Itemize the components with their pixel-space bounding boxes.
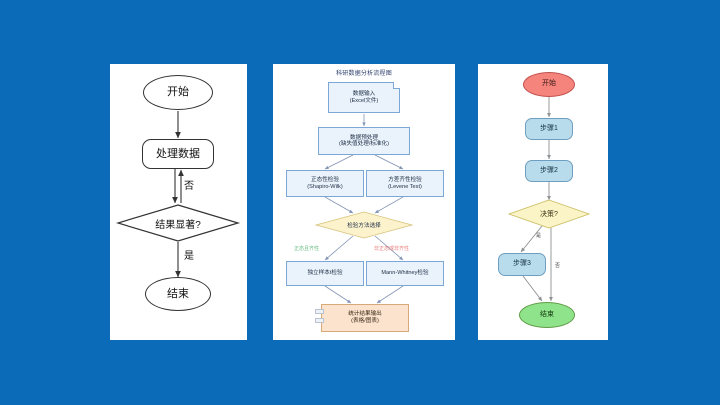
node-decision: 结果显著? xyxy=(118,205,238,241)
panel-research-flowchart: 科研数据分析流程图 数据输入 (Excel文件) 数据预处理 (缺失值处理/标准… xyxy=(273,64,455,340)
node-start: 开始 xyxy=(143,75,213,110)
node-preprocess: 数据预处理 (缺失值处理/标准化) xyxy=(318,127,410,155)
node-output: 统计结果输出 (表格/图表) xyxy=(315,304,409,332)
panel-2-title: 科研数据分析流程图 xyxy=(336,71,392,77)
node-start: 开始 xyxy=(523,72,575,97)
node-data-input-label: 数据输入 (Excel文件) xyxy=(349,91,379,104)
node-output-label: 统计结果输出 (表格/图表) xyxy=(348,311,382,324)
node-process: 处理数据 xyxy=(142,139,214,169)
node-decision: 决策? xyxy=(509,200,589,228)
panel-simple-flowchart: 开始 处理数据 结果显著? 结束 否 是 xyxy=(110,64,247,340)
node-decision-label: 决策? xyxy=(540,211,558,218)
node-decision-label: 结果显著? xyxy=(155,219,201,231)
node-data-input: 数据输入 (Excel文件) xyxy=(328,82,400,113)
node-end: 结束 xyxy=(145,277,211,311)
node-step-3: 步骤3 xyxy=(498,253,546,276)
panel-1-canvas: 开始 处理数据 结果显著? 结束 否 是 xyxy=(110,64,247,340)
node-normality-test: 正态性检验 (Shapiro-Wilk) xyxy=(286,170,364,197)
node-method-choice-label: 检验方法选择 xyxy=(347,223,381,229)
edge-label-to-end: 是 xyxy=(184,251,194,262)
panel-2-canvas: 科研数据分析流程图 数据输入 (Excel文件) 数据预处理 (缺失值处理/标准… xyxy=(273,64,455,340)
edge-label-nonparametric: 非正态或非齐性 xyxy=(374,246,410,252)
node-method-choice: 检验方法选择 xyxy=(316,212,412,238)
node-step-2: 步骤2 xyxy=(525,160,573,182)
panel-1-edges xyxy=(115,111,241,278)
node-end: 结束 xyxy=(519,302,575,328)
node-step-1: 步骤1 xyxy=(525,118,573,140)
edge-label-no: 否 xyxy=(555,263,561,269)
panel-3-edges xyxy=(507,97,591,302)
node-t-test: 独立样本t检验 xyxy=(286,261,364,286)
edge-label-loop-back: 否 xyxy=(184,181,194,192)
panel-step-flowchart: 开始 步骤1 步骤2 决策? 是 否 步骤3 结束 xyxy=(478,64,608,340)
panel-2-edges xyxy=(314,114,414,304)
panel-3-canvas: 开始 步骤1 步骤2 决策? 是 否 步骤3 结束 xyxy=(478,64,608,340)
edge-label-yes: 是 xyxy=(536,233,542,239)
node-homogeneity-test: 方差齐性检验 (Levene Test) xyxy=(366,170,444,197)
output-tab-icon-1 xyxy=(315,309,324,314)
folded-corner-icon xyxy=(393,82,400,89)
edge-label-parametric: 正态且齐性 xyxy=(294,246,320,252)
output-tab-icon-2 xyxy=(315,318,324,323)
node-mann-whitney: Mann-Whitney检验 xyxy=(366,261,444,286)
